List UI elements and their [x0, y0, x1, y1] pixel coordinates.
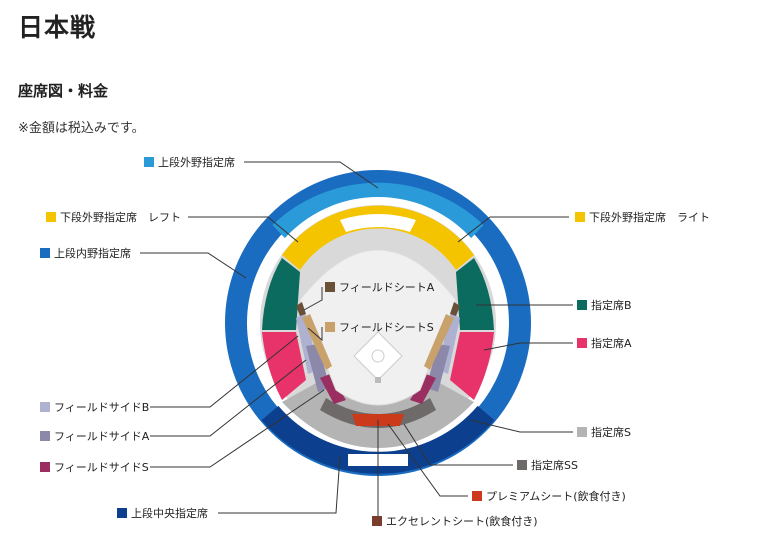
- label-field-side-s: フィールドサイドS: [54, 461, 149, 474]
- swatch-field-seat-s: [325, 322, 335, 332]
- swatch-field-seat-a: [325, 282, 335, 292]
- swatch-upper-outfield: [144, 157, 154, 167]
- swatch-shitei-s: [577, 427, 587, 437]
- lower-outfield-section[interactable]: [282, 205, 474, 270]
- section-title: 座席図・料金: [18, 82, 109, 100]
- shitei-b-left[interactable]: [262, 258, 300, 330]
- shitei-a-left[interactable]: [262, 332, 306, 400]
- page-title: 日本戦: [18, 13, 97, 42]
- field-side-s-right[interactable]: [410, 374, 436, 404]
- shitei-b-right[interactable]: [456, 258, 494, 330]
- shitei-ss-section[interactable]: [320, 398, 436, 428]
- label-shitei-a: 指定席A: [591, 336, 632, 350]
- legend-labels: 上段外野指定席 下段外野指定席 レフト 下段外野指定席 ライト 上段内野指定席 …: [54, 155, 710, 528]
- label-upper-center: 上段中央指定席: [131, 506, 208, 520]
- label-field-side-b: フィールドサイドB: [54, 401, 149, 414]
- tax-note: ※金額は税込みです。: [18, 121, 145, 136]
- label-lower-outfield-right: 下段外野指定席 ライト: [589, 210, 710, 224]
- label-shitei-b: 指定席B: [591, 298, 632, 312]
- label-upper-outfield: 上段外野指定席: [158, 155, 235, 169]
- field-seat-s-left[interactable]: [302, 314, 332, 370]
- diamond: [353, 331, 403, 383]
- label-lower-outfield-left: 下段外野指定席 レフト: [60, 210, 181, 224]
- playing-field: [299, 249, 457, 406]
- label-field-seat-a: フィールドシートA: [339, 281, 435, 294]
- legend-markers: [40, 157, 587, 526]
- label-excellent: エクセレントシート(飲食付き): [386, 514, 538, 528]
- swatch-premium: [472, 491, 482, 501]
- stadium: [225, 170, 531, 476]
- swatch-shitei-b: [577, 300, 587, 310]
- swatch-excellent: [372, 516, 382, 526]
- swatch-field-side-a: [40, 431, 50, 441]
- swatch-field-side-b: [40, 402, 50, 412]
- upper-outfield-section[interactable]: [272, 182, 484, 242]
- swatch-upper-center: [117, 508, 127, 518]
- swatch-field-side-s: [40, 462, 50, 472]
- field-seat-a-right[interactable]: [450, 302, 460, 316]
- swatch-lower-outfield-left: [46, 212, 56, 222]
- label-field-side-a: フィールドサイドA: [54, 430, 150, 443]
- field-seat-s-right[interactable]: [424, 314, 454, 370]
- field-side-s-left[interactable]: [320, 374, 346, 404]
- field-seat-a-left[interactable]: [296, 302, 306, 316]
- label-field-seat-s: フィールドシートS: [339, 321, 434, 334]
- swatch-lower-outfield-right: [575, 212, 585, 222]
- shitei-a-right[interactable]: [450, 332, 494, 400]
- label-upper-infield: 上段内野指定席: [54, 246, 131, 260]
- swatch-shitei-a: [577, 338, 587, 348]
- label-shitei-s: 指定席S: [591, 425, 631, 439]
- label-shitei-ss: 指定席SS: [531, 458, 578, 472]
- leader-lines: [140, 161, 573, 521]
- swatch-shitei-ss: [517, 460, 527, 470]
- swatch-upper-infield: [40, 248, 50, 258]
- label-premium: プレミアムシート(飲食付き): [486, 489, 626, 503]
